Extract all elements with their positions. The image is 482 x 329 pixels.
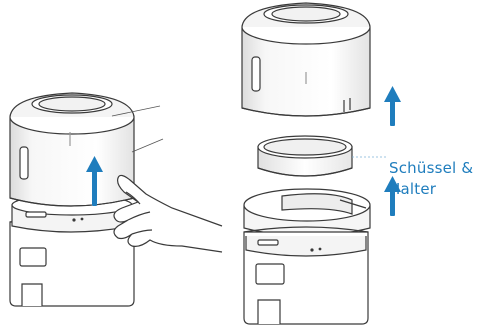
callout-line-2: Halter (389, 179, 473, 200)
base-exploded (244, 189, 370, 324)
food-outlet-exploded (258, 300, 280, 324)
base-window (20, 248, 46, 266)
hopper-window (20, 147, 28, 179)
food-outlet (22, 284, 42, 306)
hopper-window-exploded (252, 57, 260, 91)
hand-icon (114, 175, 222, 252)
bowl-holder-label: Schüssel & Halter (389, 158, 473, 200)
base-window-exploded (256, 264, 284, 284)
hopper-exploded (242, 3, 370, 116)
up-arrow-icon (384, 86, 401, 126)
callout-line-1: Schüssel & (389, 158, 473, 179)
bowl-ring (258, 136, 352, 176)
